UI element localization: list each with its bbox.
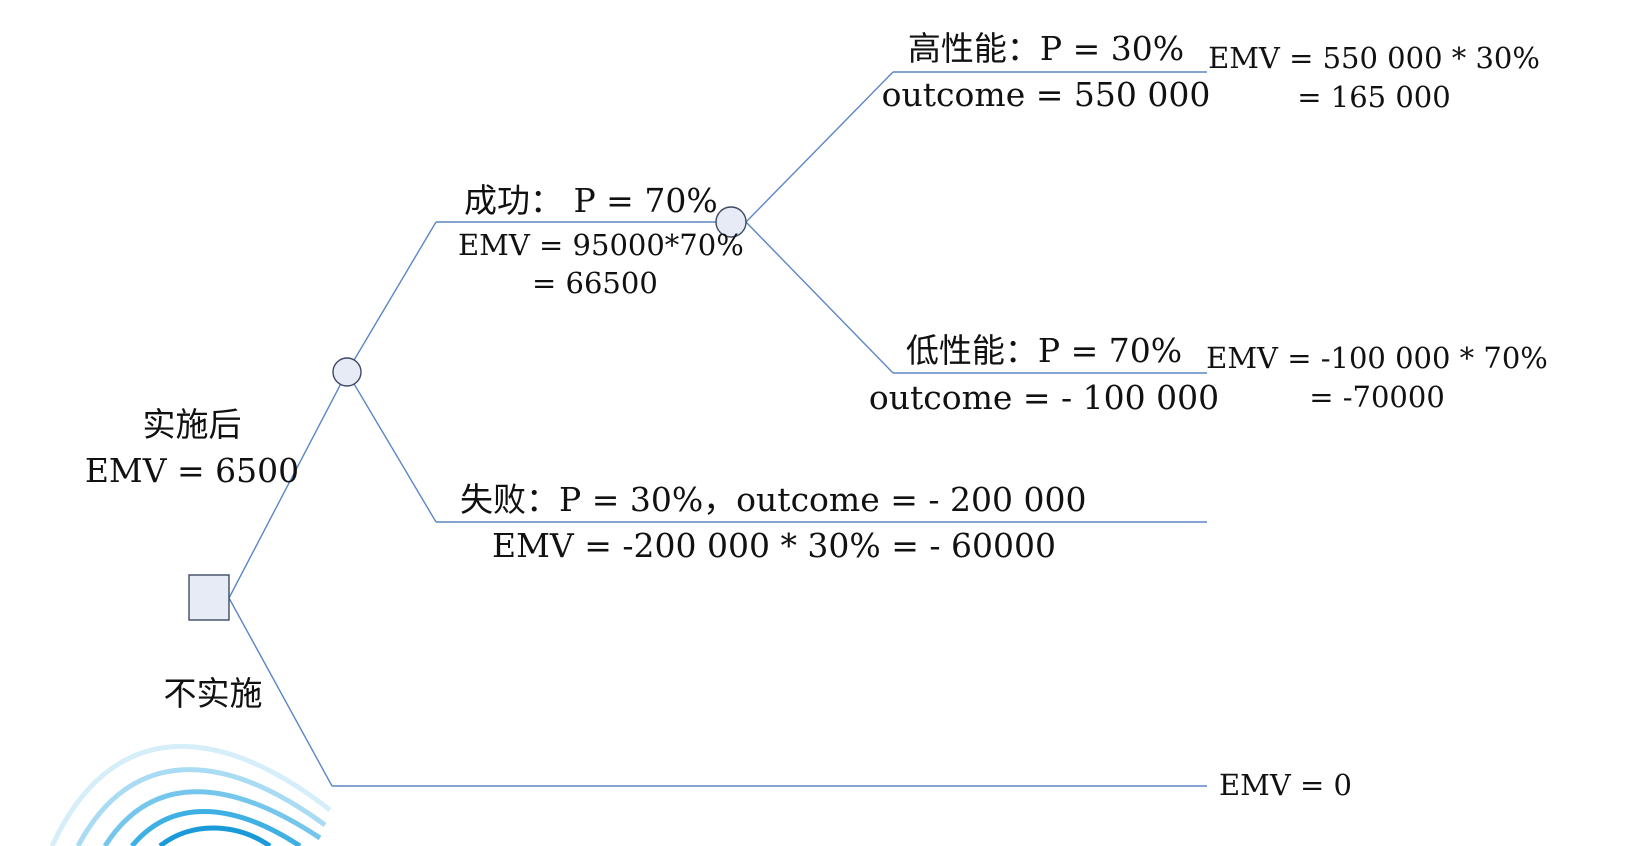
high-perf-emv-result: = 165 000 — [1297, 80, 1450, 114]
watermark-arc-4 — [130, 809, 302, 846]
high-perf-outcome: outcome = 550 000 — [882, 75, 1211, 114]
low-perf-emv: EMV = -100 000 * 70% — [1206, 341, 1548, 375]
not-implement-label: 不实施 — [164, 674, 263, 713]
low-perf-outcome: outcome = - 100 000 — [869, 378, 1219, 417]
failure-label: 失败：P = 30%，outcome = - 200 000 — [460, 480, 1086, 519]
success-emv-result: = 66500 — [532, 266, 658, 300]
not-implement-emv: EMV = 0 — [1219, 768, 1352, 802]
edge-chance2-to-low — [745, 221, 894, 374]
watermark-arc-5 — [158, 825, 272, 846]
success-emv: EMV = 95000*70% — [458, 228, 744, 262]
edge-decision-to-implement-chance — [228, 371, 348, 599]
watermark-arc-1 — [49, 743, 332, 846]
implement-emv: EMV = 6500 — [85, 451, 299, 490]
high-perf-emv: EMV = 550 000 * 30% — [1208, 41, 1540, 75]
low-perf-label: 低性能：P = 70% — [906, 331, 1182, 370]
low-perf-emv-result: = -70000 — [1309, 380, 1445, 414]
failure-emv: EMV = -200 000 * 30% = - 60000 — [492, 526, 1056, 565]
tree-edges — [228, 71, 1207, 787]
edge-chance-to-success — [346, 221, 437, 373]
edge-decision-to-not-implement — [228, 597, 333, 787]
watermark-arcs — [49, 743, 332, 846]
watermark-arc-2 — [75, 767, 327, 846]
chance-node-implement — [332, 357, 362, 387]
edge-chance2-to-high — [745, 71, 894, 223]
decision-node — [188, 574, 230, 621]
success-label: 成功： P = 70% — [464, 181, 718, 220]
chance-node-success — [715, 206, 747, 238]
implement-label: 实施后 — [143, 405, 242, 444]
watermark-arc-3 — [102, 789, 322, 846]
high-perf-label: 高性能：P = 30% — [908, 29, 1184, 68]
edge-chance-to-failure — [346, 371, 437, 523]
